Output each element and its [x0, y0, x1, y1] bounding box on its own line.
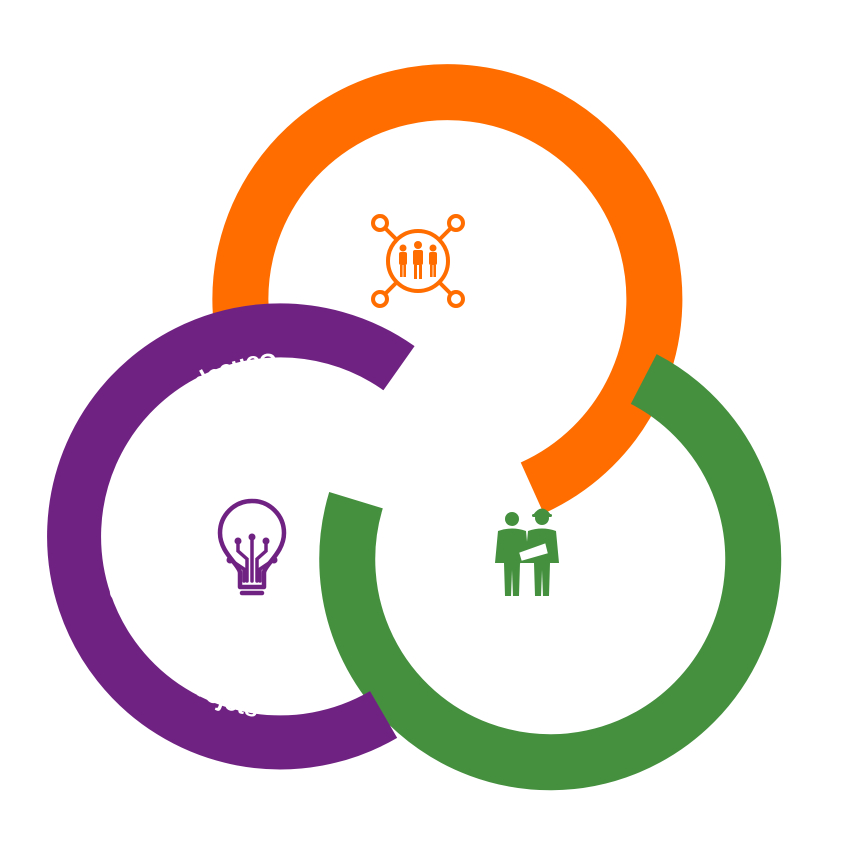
engineers-icon [495, 508, 559, 596]
ring-label-clients: Nos clients [338, 147, 501, 194]
lightbulb-circuit-icon [217, 498, 287, 596]
ring-clients-arc [212, 64, 683, 514]
client-network-icon [371, 214, 465, 308]
ring-services-arc [319, 354, 782, 791]
ring-conception-arc [47, 303, 415, 770]
ring-services: Services Opérationnels [319, 354, 782, 791]
